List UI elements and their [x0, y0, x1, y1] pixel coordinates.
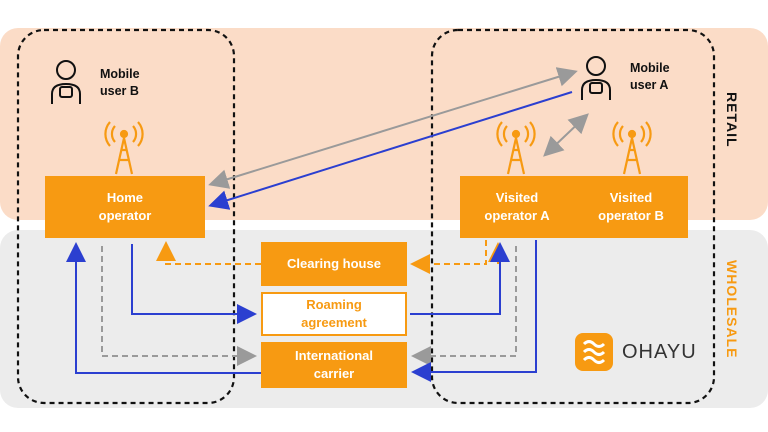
- mobile-user-b-line2: user B: [100, 83, 139, 98]
- user-a-to-home-blue-arrow: [208, 91, 573, 210]
- mobile-user-b-line1: Mobile: [100, 67, 140, 81]
- visited-b-antenna-icon: [612, 121, 652, 175]
- roaming-agreement-line2: agreement: [301, 315, 367, 330]
- mobile-user-a-label: Mobile user A: [630, 60, 670, 94]
- ohayu-brand: OHAYU: [574, 332, 697, 372]
- visited-network-region: [430, 28, 716, 405]
- visited-operator-b-line2: operator B: [598, 208, 664, 223]
- roaming-agreement-box: Roaming agreement: [261, 292, 407, 336]
- clearing-house-label: Clearing house: [287, 256, 381, 272]
- roaming-agreement-line1: Roaming: [306, 297, 362, 313]
- home-operator-box: Home operator: [45, 176, 205, 238]
- home-network-region: [16, 28, 236, 405]
- home-operator-line2: operator: [98, 208, 152, 223]
- ohayu-brand-name: OHAYU: [622, 340, 697, 363]
- clearing-house-box: Clearing house: [261, 242, 407, 286]
- home-operator-line1: Home: [106, 190, 144, 206]
- international-carrier-box: International carrier: [261, 342, 407, 388]
- user-a-to-home-gray-arrow: [208, 67, 578, 189]
- visited-operator-a-line2: operator A: [484, 208, 550, 223]
- retail-label: RETAIL: [724, 92, 740, 148]
- home-to-carrier-gray-dashed: [101, 246, 257, 366]
- home-to-roaming-blue: [131, 244, 257, 324]
- visited-a-to-clearing-dashed: [410, 240, 487, 274]
- mobile-user-a-icon: [581, 56, 611, 100]
- visited-to-carrier-blue: [411, 240, 537, 382]
- mobile-user-a-line1: Mobile: [630, 61, 670, 75]
- clearing-to-home-dashed: [156, 241, 261, 265]
- visited-operator-a-line1: Visited: [495, 190, 539, 206]
- international-carrier-line1: International: [294, 348, 373, 364]
- mobile-user-b-icon: [51, 60, 81, 104]
- home-antenna-icon: [104, 121, 144, 175]
- visited-operator-b-line1: Visited: [609, 190, 653, 206]
- mobile-user-b-label: Mobile user B: [100, 66, 140, 100]
- wholesale-label: WHOLESALE: [724, 260, 740, 359]
- visited-to-carrier-gray-dashed: [411, 246, 517, 366]
- roaming-to-visited-blue: [410, 242, 510, 315]
- international-carrier-line2: carrier: [313, 366, 355, 381]
- mobile-user-a-line2: user A: [630, 77, 669, 92]
- visited-a-antenna-icon: [496, 121, 536, 175]
- visited-operator-b-box: Visited operator B: [574, 176, 688, 238]
- ohayu-logo-icon: [575, 333, 613, 371]
- user-a-to-visited-a-arrow: [543, 113, 589, 157]
- carrier-to-home-blue: [66, 242, 261, 374]
